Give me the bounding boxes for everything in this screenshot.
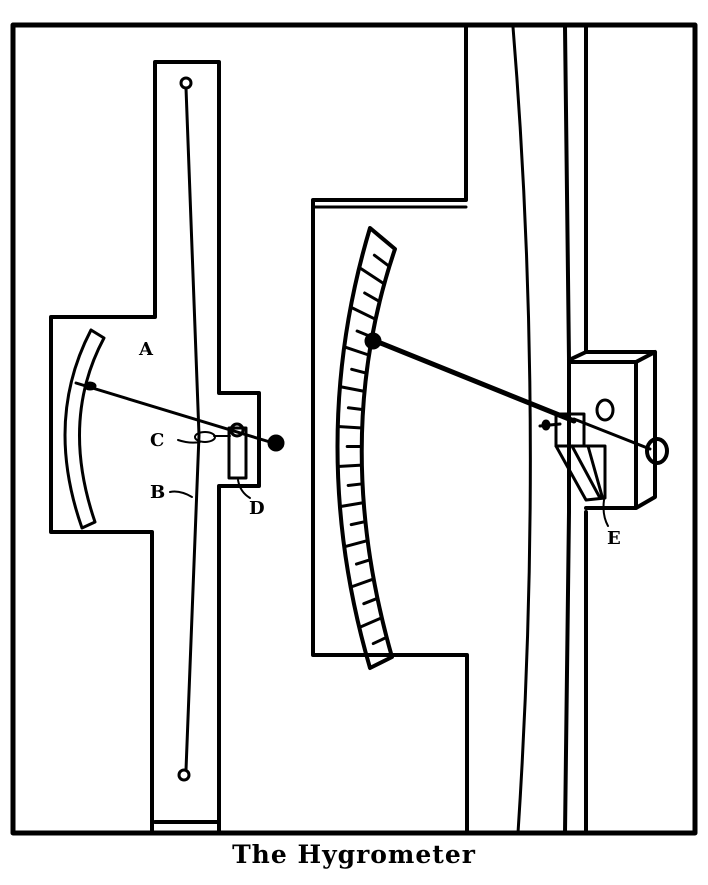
left-pointer (74, 381, 272, 444)
scale-tick (336, 463, 364, 469)
right-arc-scale (335, 226, 397, 670)
hair-b (184, 86, 201, 772)
leader-d (237, 479, 251, 499)
left-pointer-tip-icon (83, 381, 97, 391)
scale-tick (354, 558, 372, 566)
label-c: C (150, 430, 164, 451)
board-a-outline (49, 60, 261, 835)
leader-b (169, 490, 193, 498)
scale-tick (363, 291, 382, 304)
top-pin-icon (179, 76, 193, 90)
right-pointer (370, 337, 577, 424)
scale-tick (357, 616, 384, 630)
scale-tick (371, 635, 389, 646)
pivot-wedge-e (554, 444, 607, 502)
right-case-outline (311, 23, 469, 835)
scale-tick (346, 406, 365, 412)
scale-tick (342, 539, 370, 549)
right-wall-line-1 (563, 25, 571, 835)
leader-e (602, 499, 609, 527)
right-counterweight-icon (645, 437, 669, 465)
scale-tick (349, 520, 367, 527)
scale-tick (336, 425, 364, 430)
scale-tick (362, 596, 379, 606)
label-b: B (150, 482, 165, 503)
mounting-block (567, 350, 657, 510)
label-d: D (249, 498, 265, 519)
pivot-pin-icon (229, 422, 245, 438)
left-counterweight-icon (267, 434, 285, 452)
scale-tick (346, 482, 365, 487)
tapered-edge (511, 25, 532, 835)
pivot-bracket-d (227, 426, 248, 480)
scale-tick (350, 367, 368, 375)
scale-tick (349, 577, 376, 589)
figure-caption: The Hygrometer (232, 840, 476, 869)
scale-ticks (336, 253, 391, 646)
bottom-pin-icon (177, 768, 191, 782)
scale-tick (338, 385, 367, 393)
label-a: A (138, 339, 154, 360)
leader-c (177, 439, 201, 444)
right-pointer-hub-icon (364, 332, 382, 350)
scale-tick (349, 305, 378, 321)
left-arc-scale (63, 328, 106, 530)
scale-tick (372, 253, 391, 268)
scale-tick (342, 345, 371, 357)
outer-frame (10, 22, 698, 836)
label-e: E (607, 528, 621, 549)
right-pointer-tail (572, 417, 652, 451)
pivot-cap-icon (595, 398, 615, 422)
scale-tick (357, 266, 386, 286)
scale-tick (338, 501, 366, 509)
pivot-spindle-end-icon (541, 419, 551, 431)
